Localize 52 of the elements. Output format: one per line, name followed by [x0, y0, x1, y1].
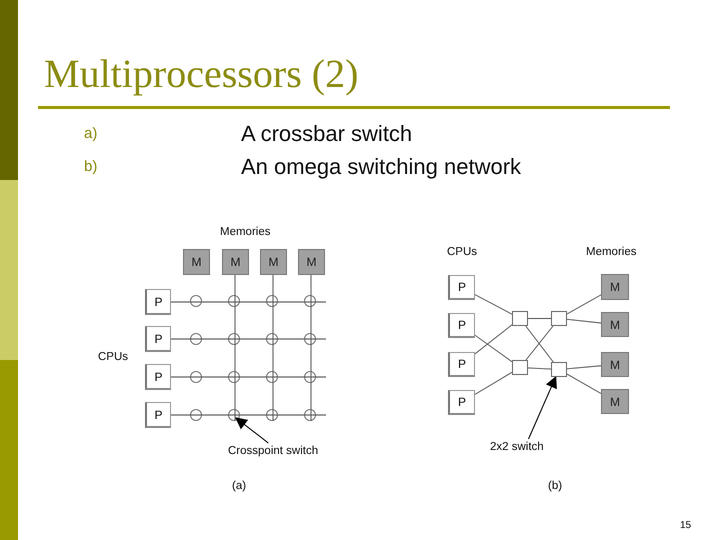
crossbar-line: [310, 274, 312, 422]
connector-line: [474, 294, 512, 315]
connector-line: [474, 324, 512, 354]
switch-box: [512, 311, 528, 326]
connector-line: [566, 318, 602, 324]
processor-box: P: [448, 352, 475, 377]
connector-line: [566, 374, 602, 394]
group-label: Memories: [220, 226, 270, 238]
page-number: 15: [680, 520, 692, 531]
switch-box: [551, 362, 567, 377]
processor-box: P: [145, 364, 171, 390]
memory-box: M: [183, 249, 210, 275]
memory-box: M: [260, 249, 287, 275]
crossbar-line: [234, 274, 236, 422]
crossbar-line: [272, 274, 274, 422]
group-label: CPUs: [447, 246, 478, 258]
memory-box: M: [298, 249, 325, 275]
figure-label: (b): [548, 480, 562, 492]
processor-box: P: [448, 275, 475, 300]
connector-line: [474, 334, 512, 362]
processor-box: P: [145, 289, 171, 315]
switch-label: Crosspoint switch: [228, 443, 328, 458]
memory-box: M: [222, 249, 249, 275]
leader-line: [528, 376, 557, 440]
memory-box: M: [601, 312, 629, 337]
switch-label: 2x2 switch: [490, 439, 560, 455]
processor-box: P: [145, 326, 171, 352]
crossbar-line: [170, 414, 326, 416]
connector-line: [528, 318, 552, 319]
crossbar-line: [170, 376, 326, 378]
bullet-text: An omega switching network: [241, 154, 522, 180]
memory-box: M: [601, 352, 629, 377]
processor-box: P: [145, 402, 171, 428]
connector-line: [474, 372, 512, 395]
figure-label: (a): [232, 480, 246, 492]
slide-title: Multiprocessors (2): [44, 50, 358, 97]
list-marker: a): [84, 125, 98, 142]
list-marker: b): [84, 158, 98, 175]
processor-box: P: [448, 313, 475, 338]
switch-box: [512, 360, 528, 375]
group-label: CPUs: [98, 351, 128, 363]
connector-line: [528, 367, 552, 370]
bullet-text: A crossbar switch: [241, 121, 412, 147]
connector-line: [566, 294, 602, 314]
memory-box: M: [601, 274, 629, 300]
switch-box: [551, 311, 567, 326]
group-label: Memories: [586, 246, 636, 258]
memory-box: M: [601, 389, 629, 414]
crossbar-line: [170, 338, 326, 340]
leader-line: [235, 417, 269, 444]
connector-line: [566, 365, 602, 370]
processor-box: P: [448, 390, 475, 415]
